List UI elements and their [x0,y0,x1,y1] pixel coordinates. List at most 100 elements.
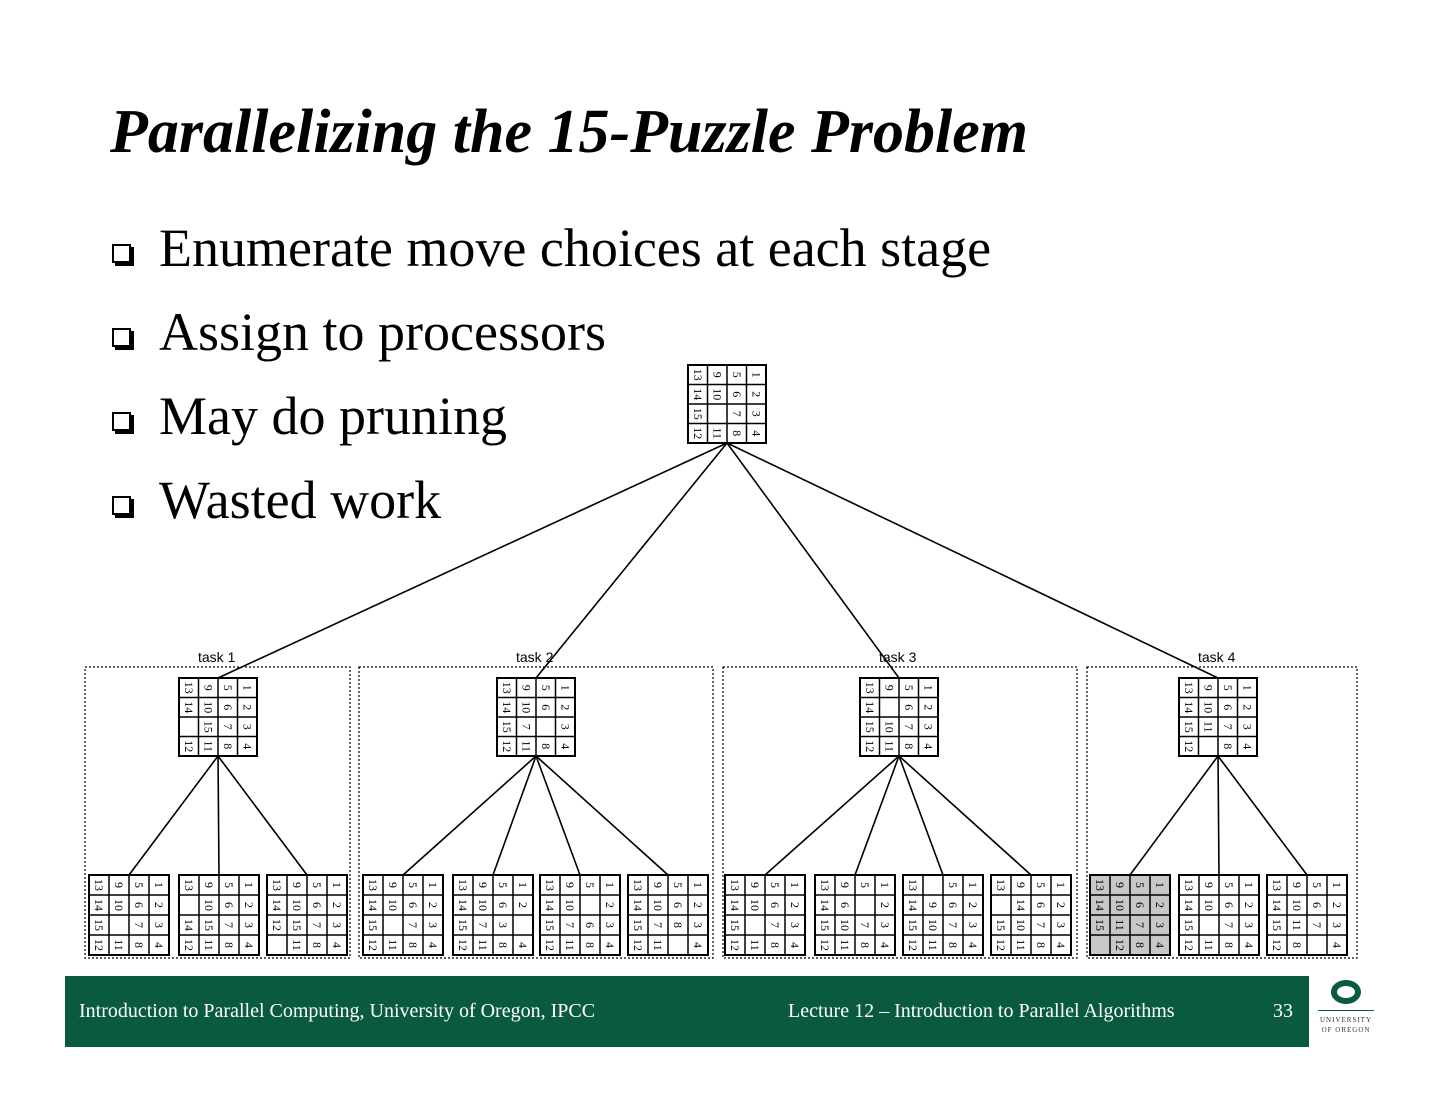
tree-edge [217,755,308,876]
tile-number: 10 [1014,919,1028,931]
tile-number: 1 [878,882,892,888]
task-label: task 4 [1198,649,1236,665]
tile-number: 6 [838,902,852,908]
tile-number: 5 [858,882,872,888]
tile-number: 4 [788,942,802,948]
tile-number: 10 [476,899,490,911]
bullet-text: Enumerate move choices at each stage [159,218,992,278]
tile-number: 15 [691,408,705,420]
tile-number: 4 [749,430,763,436]
tile-number: 3 [749,411,763,417]
tile-number: 14 [270,899,284,911]
tile-number: 14 [631,899,645,911]
tile-number: 15 [290,919,304,931]
task-label: task 2 [516,649,554,665]
tile-number: 5 [1310,882,1324,888]
tile-number: 3 [1242,922,1256,928]
tile-number: 6 [902,704,916,710]
tile-number: 6 [1034,902,1048,908]
tile-number: 15 [818,919,832,931]
tile-number: 11 [290,939,304,951]
tile-number: 13 [1182,879,1196,891]
tile-number: 10 [201,701,215,713]
tile-number: 2 [749,391,763,397]
footer-course: Introduction to Parallel Computing, Univ… [79,1000,596,1022]
tile-number: 9 [476,882,490,888]
tile-number: 3 [558,724,572,730]
tile-number: 8 [946,942,960,948]
tile-number: 15 [543,919,557,931]
tile-number: 12 [906,939,920,951]
tile-number: 8 [730,430,744,436]
tile-number: 8 [671,922,685,928]
tile-number: 13 [500,682,514,694]
tile-number: 14 [456,899,470,911]
tile-number: 11 [519,740,533,752]
slide-title: Parallelizing the 15-Puzzle Problem [110,98,1028,166]
tile-number: 1 [966,882,980,888]
tile-number: 3 [966,922,980,928]
tile-number: 11 [1202,939,1216,951]
tile-number: 8 [1221,743,1235,749]
tile-number: 11 [1113,919,1127,931]
tile-number: 1 [1153,882,1167,888]
tile-number: 6 [132,902,146,908]
tile-number: 3 [496,922,510,928]
tree-edge [726,442,1219,679]
tree-edge [1217,755,1220,876]
tree-edge [854,755,900,876]
tile-number: 5 [768,882,782,888]
tile-number: 13 [818,879,832,891]
tile-number: 10 [838,919,852,931]
tree-edge [535,755,669,876]
tile-number: 1 [1240,685,1254,691]
tree-edge [1217,755,1308,876]
checkbox-bullet-icon [112,495,131,515]
tile-number: 5 [671,882,685,888]
tile-number: 8 [221,743,235,749]
tile-number: 8 [406,942,420,948]
tile-number: 13 [92,879,106,891]
tile-number: 13 [994,879,1008,891]
tile-number: 7 [946,922,960,928]
tile-number: 8 [1222,942,1236,948]
tile-number: 9 [710,372,724,378]
tile-number: 10 [386,899,400,911]
tile-number: 1 [1330,882,1344,888]
tile-number: 9 [748,882,762,888]
tree-edge [128,755,219,876]
tile-number: 13 [270,879,284,891]
tile-number: 7 [519,724,533,730]
tree-edge [535,755,581,876]
tile-number: 7 [406,922,420,928]
tile-number: 13 [1270,879,1284,891]
page-number: 33 [1273,1000,1293,1022]
tile-number: 15 [1093,919,1107,931]
tile-number: 10 [563,899,577,911]
tile-number: 7 [730,411,744,417]
tile-number: 3 [1054,922,1068,928]
tile-number: 3 [1153,922,1167,928]
tile-number: 11 [386,939,400,951]
checkbox-bullet-icon [112,327,131,347]
tile-number: 3 [242,922,256,928]
tile-number: 2 [788,902,802,908]
tile-number: 2 [242,902,256,908]
tile-number: 2 [330,902,344,908]
tile-number: 2 [878,902,892,908]
tile-number: 1 [603,882,617,888]
tile-number: 4 [603,942,617,948]
tile-number: 12 [1182,939,1196,951]
tile-number: 4 [878,942,892,948]
tile-number: 7 [222,922,236,928]
tile-number: 15 [201,721,215,733]
tile-number: 4 [1330,942,1344,948]
tile-number: 8 [583,942,597,948]
